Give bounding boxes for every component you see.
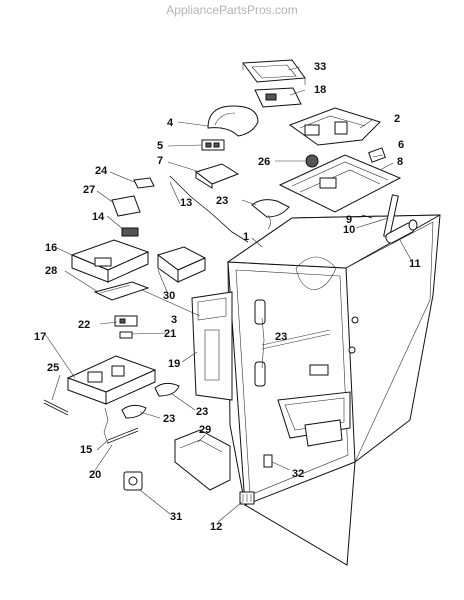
callout-12: 12 [210, 521, 222, 533]
part-5-connector [201, 139, 225, 151]
callout-4: 4 [167, 117, 174, 129]
part-21-clip [119, 331, 133, 339]
callout-30: 30 [163, 290, 175, 302]
refrigerator-liner [226, 214, 441, 566]
callout-1: 1 [243, 231, 249, 243]
part-15-wire [103, 407, 109, 445]
callout-23d: 23 [196, 406, 208, 418]
callout-32: 32 [292, 468, 304, 480]
part-11-filter [385, 219, 418, 244]
callout-20: 20 [89, 469, 101, 481]
part-2-housing [288, 107, 381, 146]
callout-24: 24 [95, 165, 108, 177]
callout-29: 29 [199, 424, 211, 436]
callout-27: 27 [83, 184, 95, 196]
part-24-clip [133, 177, 155, 189]
callout-17: 17 [34, 331, 46, 343]
part-26-fan [305, 154, 319, 168]
callout-13: 13 [180, 197, 192, 209]
part-19-panel [191, 291, 233, 401]
part-18-bracket [254, 87, 302, 108]
callout-7: 7 [157, 155, 163, 167]
callout-3: 3 [171, 314, 177, 326]
part-7-damper [194, 163, 240, 189]
part-6-motor [368, 147, 386, 163]
callout-33: 33 [314, 61, 326, 73]
part-20-strip [107, 427, 139, 444]
callout-26: 26 [258, 156, 270, 168]
part-16-control-housing [70, 239, 150, 283]
callout-6: 6 [398, 139, 404, 151]
leader-lines [44, 66, 412, 523]
part-23-harness-mid [154, 382, 180, 397]
part-4-duct [207, 105, 259, 137]
callout-21: 21 [164, 328, 176, 340]
callout-14: 14 [92, 211, 105, 223]
part-25-strip [43, 399, 69, 416]
part-30-cover [156, 246, 207, 283]
callout-23: 23 [216, 195, 228, 207]
watermark: AppliancePartsPros.com [166, 3, 298, 17]
part-23-harness-left [121, 404, 147, 419]
callout-25: 25 [47, 362, 59, 374]
callout-2: 2 [394, 113, 400, 125]
callout-5: 5 [157, 140, 163, 152]
part-31-valve [123, 471, 143, 491]
callout-15: 15 [80, 444, 92, 456]
callout-28: 28 [45, 265, 57, 277]
part-13-wire [169, 175, 249, 243]
callout-23c: 23 [163, 413, 175, 425]
callout-18: 18 [314, 84, 326, 96]
part-17-control-box [66, 355, 157, 405]
callout-10: 10 [343, 224, 355, 236]
callout-31: 31 [170, 511, 182, 523]
part-8-cover [278, 154, 402, 213]
part-27-holder [111, 195, 141, 217]
part-23-harness-top [251, 199, 290, 230]
part-32-plug [263, 454, 273, 468]
callout-22: 22 [78, 319, 90, 331]
part-9-strip [361, 214, 373, 219]
part-22-connector [114, 315, 138, 327]
part-14-connector [121, 227, 139, 237]
part-12-connector [239, 491, 255, 505]
part-28-board [93, 281, 150, 301]
callout-19: 19 [168, 358, 180, 370]
callout-9: 9 [346, 214, 352, 226]
part-29-bracket [174, 429, 231, 491]
callout-16: 16 [45, 242, 57, 254]
callout-11: 11 [409, 258, 421, 270]
part-33-control-board [242, 59, 306, 85]
callout-8: 8 [397, 156, 403, 168]
callout-23b: 23 [275, 331, 287, 343]
callout-labels: 33 18 2 4 5 6 7 26 8 24 27 13 23 9 14 10… [34, 61, 421, 533]
